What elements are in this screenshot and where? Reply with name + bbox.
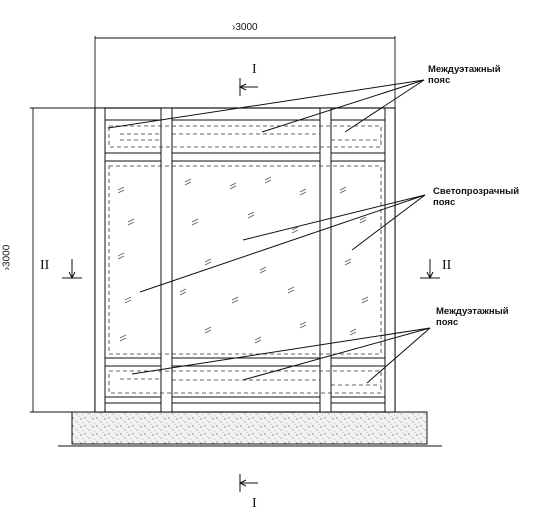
mullions (94, 107, 396, 413)
leader-lines-top (107, 79, 425, 133)
section-cut-right-marker (420, 259, 440, 280)
section-label-left: II (40, 258, 50, 273)
transoms (95, 119, 395, 404)
label-glazed-band-line1: Светопрозрачный (433, 186, 520, 197)
glass-outlines (108, 125, 382, 394)
section-cut-left-marker (62, 259, 82, 280)
width-dimension (94, 36, 396, 108)
label-glazed-band-line2: пояс (433, 197, 456, 208)
height-dimension-label: ›3000 (1, 244, 13, 271)
foundation-slab (71, 411, 428, 445)
section-label-right: II (442, 258, 452, 273)
leader-lines-bottom (131, 327, 431, 384)
label-floor-band-bottom-line1: Междуэтажный (436, 306, 509, 317)
label-floor-band-bottom: Междуэтажный пояс (436, 306, 509, 328)
leader-lines-middle (139, 194, 426, 293)
glazing-hatch (117, 176, 369, 344)
section-cut-top-marker (238, 78, 258, 96)
label-floor-band-top: Междуэтажный пояс (428, 64, 501, 86)
section-label-top: I (252, 62, 257, 77)
height-dimension (30, 107, 95, 413)
label-floor-band-top-line2: пояс (428, 75, 451, 86)
label-floor-band-bottom-line2: пояс (436, 317, 459, 328)
width-dimension-label: ›3000 (232, 22, 258, 33)
section-label-bottom: I (252, 496, 257, 511)
label-glazed-band: Светопрозрачный пояс (433, 186, 519, 208)
section-cut-bottom-marker (238, 474, 258, 492)
label-floor-band-top-line1: Междуэтажный (428, 64, 501, 75)
